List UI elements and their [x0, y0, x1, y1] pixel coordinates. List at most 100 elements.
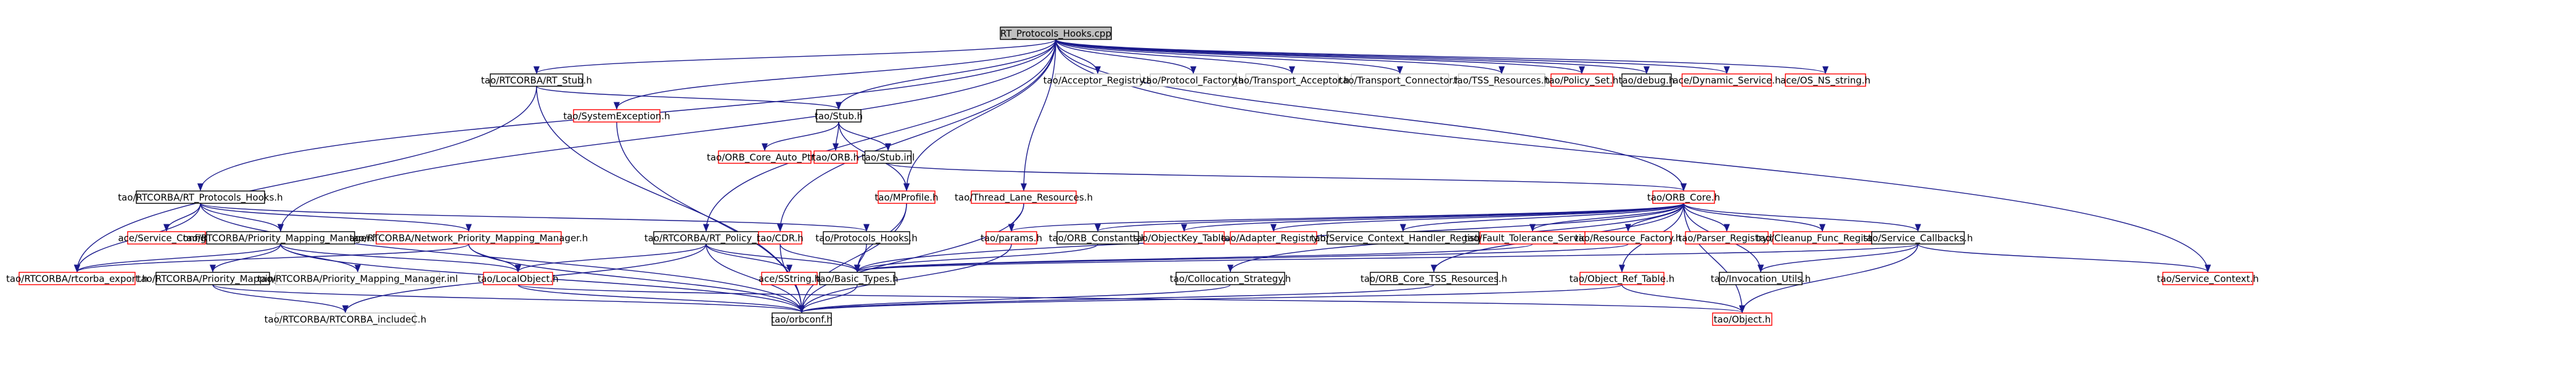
- graph-node-protfact: tao/Protocol_Factory.h: [1143, 73, 1244, 87]
- dependency-edge: [280, 243, 361, 273]
- edges-layer: [74, 39, 2211, 314]
- graph-node-box: [816, 109, 862, 123]
- dependency-edge: [799, 284, 1231, 314]
- dependency-edge: [280, 243, 521, 273]
- graph-node-label: ace/OS_NS_string.h: [1780, 75, 1870, 87]
- dependency-edge: [1055, 39, 1829, 75]
- graph-node-basictypes[interactable]: tao/Basic_Types.h: [816, 272, 899, 285]
- graph-node-label: tao/Protocols_Hooks.h: [815, 233, 917, 245]
- graph-node-label: tao/Thread_Lane_Resources.h: [955, 192, 1093, 204]
- graph-node-box: [1351, 73, 1449, 87]
- graph-node-orbcoretss[interactable]: tao/ORB_Core_TSS_Resources.h: [1360, 272, 1507, 285]
- dependency-edge: [780, 243, 860, 273]
- graph-node-orbcoreauto[interactable]: tao/ORB_Core_Auto_Ptr.h: [707, 150, 823, 164]
- dependency-edge: [1683, 203, 1921, 232]
- graph-node-box: [376, 231, 562, 245]
- dependency-edge: [1055, 39, 1687, 192]
- graph-node-box: [986, 231, 1037, 245]
- graph-node-prothooks[interactable]: tao/Protocols_Hooks.h: [815, 231, 918, 245]
- graph-node-orbcore[interactable]: tao/ORB_Core.h: [1647, 190, 1720, 204]
- dependency-edge: [536, 86, 842, 110]
- dependency-edge: [1055, 39, 1650, 75]
- graph-node-stubinl[interactable]: tao/Stub.inl: [862, 150, 915, 164]
- graph-node-svcconfig[interactable]: ace/Service_Config.h: [118, 231, 215, 245]
- graph-node-threadlane[interactable]: tao/Thread_Lane_Resources.h: [955, 190, 1093, 204]
- graph-node-label: tao/Service_Callbacks.h: [1863, 233, 1973, 245]
- graph-node-root[interactable]: RT_Protocols_Hooks.cpp: [1000, 26, 1112, 40]
- graph-node-invutils[interactable]: tao/Invocation_Utils.h: [1711, 272, 1811, 285]
- graph-node-mprofile[interactable]: tao/MProfile.h: [874, 190, 939, 204]
- graph-node-primap[interactable]: tao/RTCORBA/Priority_Mapping.h: [138, 272, 289, 285]
- dependency-edge: [706, 243, 792, 273]
- graph-node-params[interactable]: tao/params.h: [981, 231, 1042, 245]
- graph-node-colloc[interactable]: tao/Collocation_Strategy.h: [1170, 272, 1291, 285]
- graph-node-label: tao/Basic_Types.h: [816, 274, 898, 285]
- dependency-edge: [1020, 39, 1056, 192]
- graph-node-orbconf[interactable]: tao/orbconf.h: [771, 312, 833, 326]
- graph-node-label: tao/Fault_Tolerance_Service.h: [1464, 233, 1601, 245]
- graph-node-svcctxreg[interactable]: tao/Service_Context_Handler_Registry.h: [1311, 231, 1496, 245]
- dependency-edge: [1739, 243, 1919, 314]
- graph-node-box: [1621, 73, 1672, 87]
- graph-node-cleanupreg[interactable]: tao/Cleanup_Func_Registry.h: [1756, 231, 1889, 245]
- graph-node-label: tao/RTCORBA/RT_Stub.h: [481, 75, 592, 87]
- graph-node-cdr[interactable]: tao/CDR.h: [757, 231, 804, 245]
- graph-node-dynserv[interactable]: ace/Dynamic_Service.h: [1673, 73, 1781, 87]
- graph-node-box: [819, 272, 895, 285]
- graph-node-label: tao/Policy_Set.h: [1545, 75, 1619, 87]
- dependency-edge: [1055, 39, 1196, 75]
- graph-node-label: tao/CDR.h: [757, 233, 804, 244]
- dependency-edge: [703, 39, 1056, 232]
- dependency-edge: [1055, 39, 1101, 75]
- graph-node-netprimap[interactable]: tao/RTCORBA/Network_Priority_Mapping_Man…: [350, 231, 588, 245]
- graph-node-orbh[interactable]: tao/ORB.h: [812, 150, 859, 164]
- graph-node-stub[interactable]: tao/Stub.h: [815, 109, 863, 123]
- graph-node-box: [1681, 73, 1772, 87]
- dependency-edge: [614, 39, 1056, 110]
- graph-node-orbconst[interactable]: tao/ORB_Constants.h: [1049, 231, 1147, 245]
- graph-node-label: RT_Protocols_Hooks.cpp: [1000, 28, 1111, 40]
- graph-node-object[interactable]: tao/Object.h: [1712, 312, 1772, 326]
- graph-node-label: tao/Cleanup_Func_Registry.h: [1756, 233, 1889, 245]
- dependency-edge: [776, 39, 1056, 232]
- graph-node-rtcorbaexp[interactable]: tao/RTCORBA/rtcorba_export.h: [6, 272, 148, 285]
- graph-node-sstring[interactable]: ace/SString.h: [759, 272, 820, 285]
- dependency-edge: [210, 243, 281, 273]
- dependency-edge: [1621, 284, 1745, 314]
- graph-node-label: tao/ObjectKey_Table.h: [1133, 233, 1235, 245]
- graph-node-adapterreg[interactable]: tao/Adapter_Registry.h: [1221, 231, 1326, 245]
- dependency-edge: [836, 39, 1056, 110]
- graph-node-box: [878, 190, 936, 204]
- graph-node-rtpolicy[interactable]: tao/RTCORBA/RT_Policy_i.h: [644, 231, 768, 245]
- graph-node-localobj[interactable]: tao/LocalObject.h: [477, 272, 559, 285]
- graph-node-rtstubh[interactable]: tao/RTCORBA/RT_Stub.h: [481, 73, 592, 87]
- graph-node-faulttol[interactable]: tao/Fault_Tolerance_Service.h: [1464, 231, 1601, 245]
- graph-node-debug[interactable]: tao/debug.h: [1619, 73, 1675, 87]
- graph-node-resfact[interactable]: tao/Resource_Factory.h: [1575, 231, 1682, 245]
- graph-node-primapmgr[interactable]: tao/RTCORBA/Priority_Mapping_Manager.h: [183, 231, 379, 245]
- graph-node-label: tao/SystemException.h: [563, 111, 670, 122]
- graph-node-label: tao/LocalObject.h: [477, 274, 558, 285]
- graph-node-sysexc[interactable]: tao/SystemException.h: [563, 109, 670, 123]
- graph-node-acceptreg: tao/Acceptor_Registry.h: [1043, 73, 1152, 87]
- graph-node-parserreg[interactable]: tao/Parser_Registry.h: [1678, 231, 1776, 245]
- graph-node-box: [772, 312, 832, 326]
- graph-node-primapinl: tao/RTCORBA/Priority_Mapping_Manager.inl: [258, 272, 458, 285]
- graph-node-svccallbacks[interactable]: tao/Service_Callbacks.h: [1863, 231, 1973, 245]
- graph-node-label: tao/Service_Context.h: [2157, 274, 2258, 285]
- graph-node-osns[interactable]: ace/OS_NS_string.h: [1780, 73, 1870, 87]
- graph-node-transacc: tao/Transport_Acceptor.h: [1235, 73, 1349, 87]
- graph-node-box: [1685, 231, 1769, 245]
- graph-node-svcctx[interactable]: tao/Service_Context.h: [2157, 272, 2259, 285]
- graph-node-objkey[interactable]: tao/ObjectKey_Table.h: [1133, 231, 1235, 245]
- dependency-edge: [468, 243, 805, 314]
- graph-node-box: [1143, 231, 1225, 245]
- graph-node-policyset[interactable]: tao/Policy_Set.h: [1545, 73, 1619, 87]
- graph-node-box: [1584, 231, 1672, 245]
- graph-node-box: [1055, 73, 1141, 87]
- dependency-edge: [762, 121, 839, 152]
- graph-node-rtprothooks[interactable]: tao/RTCORBA/RT_Protocols_Hooks.h: [118, 190, 283, 204]
- dependency-edge: [799, 284, 1623, 314]
- graph-node-label: tao/ORB.h: [812, 152, 859, 163]
- graph-node-objreftab[interactable]: tao/Object_Ref_Table.h: [1570, 272, 1674, 285]
